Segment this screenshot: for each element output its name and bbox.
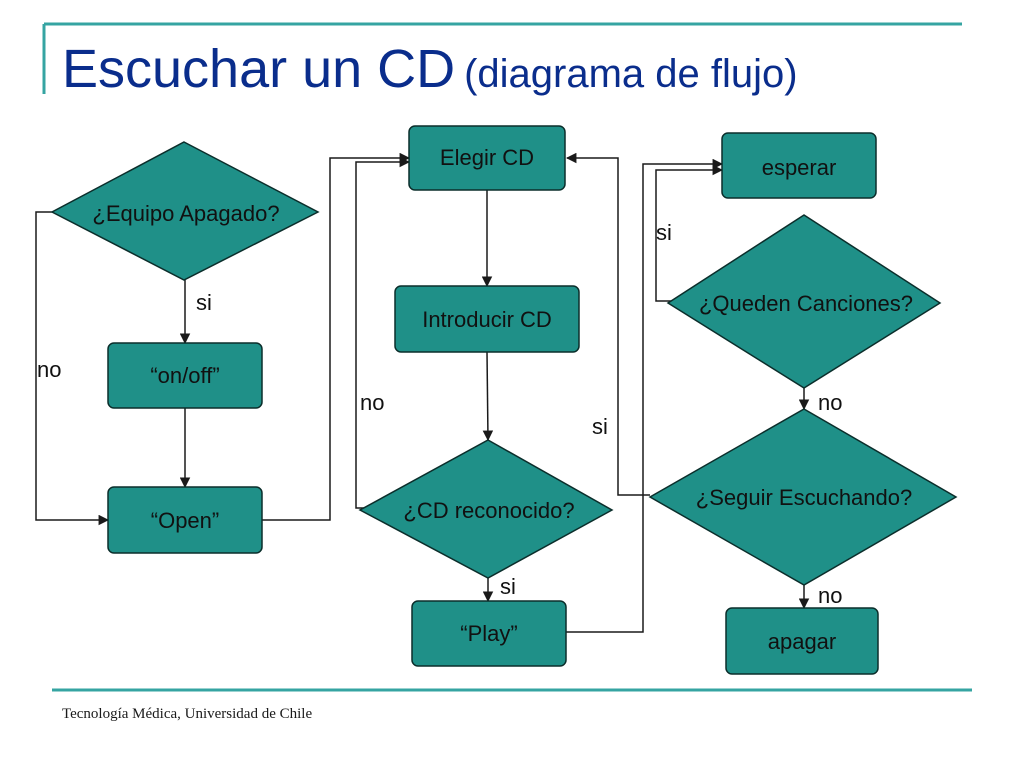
- title-accent: [42, 22, 962, 94]
- edge-label-queden-no: no: [818, 390, 842, 415]
- process-on-off: [107, 342, 263, 409]
- process-open: [107, 486, 263, 554]
- nodes: [50, 125, 958, 675]
- decision-cd-reconocido: [358, 439, 614, 579]
- label-equipo-apagado: ¿Equipo Apagado?: [92, 201, 279, 226]
- decision-equipo-apagado: [50, 141, 320, 281]
- label-queden-canciones: ¿Queden Canciones?: [699, 291, 913, 316]
- label-apagar: apagar: [768, 629, 837, 654]
- edge-label-seguir-si: si: [592, 414, 608, 439]
- edge-label-equipo-no: no: [37, 357, 61, 382]
- page-title: Escuchar un CD (diagrama de flujo): [62, 38, 798, 100]
- process-introducir-cd: [394, 285, 580, 353]
- decision-queden-canciones: [666, 214, 942, 389]
- edge-seguir-si: [565, 152, 650, 496]
- edge-introducir-reconocido: [482, 351, 494, 442]
- connectors: [35, 152, 810, 633]
- edge-label-equipo-si: si: [196, 290, 212, 315]
- label-cd-reconocido: ¿CD reconocido?: [403, 498, 574, 523]
- label-seguir-escuchando: ¿Seguir Escuchando?: [696, 485, 912, 510]
- edge-play-esperar: [566, 158, 724, 633]
- process-elegir-cd: [408, 125, 566, 191]
- label-on-off: “on/off”: [150, 363, 219, 388]
- node-labels: ¿Equipo Apagado? “on/off” “Open” Elegir …: [92, 145, 913, 654]
- edge-labels: si no no si si si no no: [37, 220, 842, 608]
- process-esperar: [721, 132, 877, 199]
- edge-label-queden-si: si: [656, 220, 672, 245]
- edge-label-reconocido-no: no: [360, 390, 384, 415]
- process-apagar: [725, 607, 879, 675]
- label-open: “Open”: [151, 508, 219, 533]
- process-play: [411, 600, 567, 667]
- footer-text: Tecnología Médica, Universidad de Chile: [62, 706, 313, 722]
- edge-queden-si: [655, 164, 724, 302]
- title-subtitle: (diagrama de flujo): [464, 52, 798, 96]
- label-esperar: esperar: [762, 155, 837, 180]
- edge-label-seguir-no: no: [818, 583, 842, 608]
- edge-label-reconocido-si: si: [500, 574, 516, 599]
- label-elegir-cd: Elegir CD: [440, 145, 534, 170]
- label-introducir-cd: Introducir CD: [422, 307, 552, 332]
- decision-seguir-escuchando: [648, 408, 958, 586]
- label-play: “Play”: [460, 621, 517, 646]
- title-main: Escuchar un CD: [62, 39, 456, 99]
- edge-open-elegir: [262, 152, 411, 521]
- edge-equipo-no: [35, 211, 110, 526]
